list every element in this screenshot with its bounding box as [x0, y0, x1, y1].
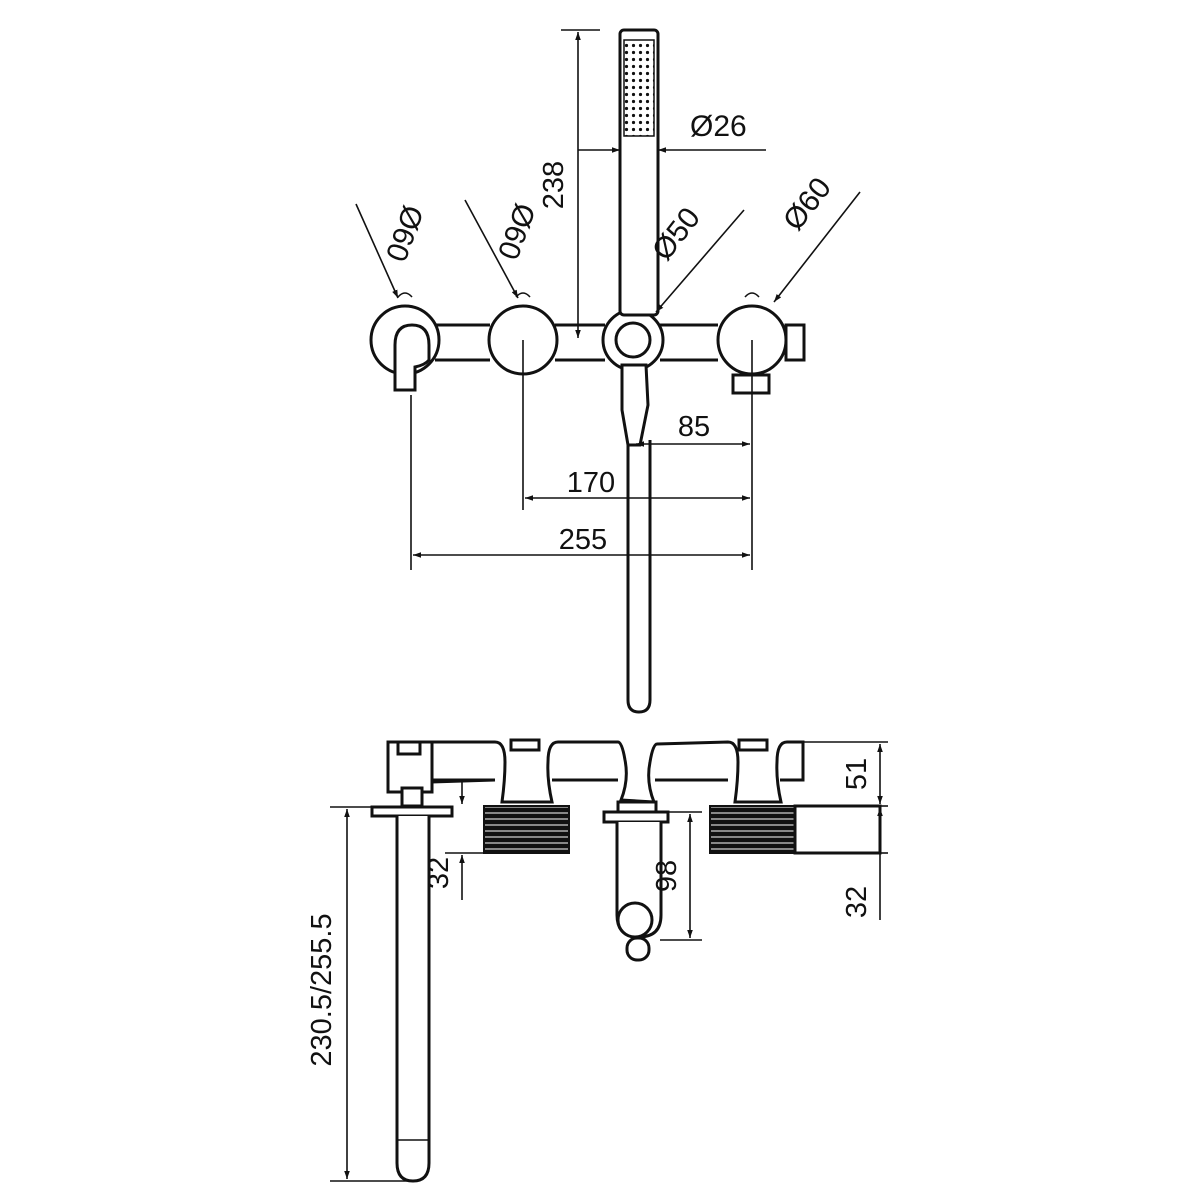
- dim-label-d60-right: Ø60: [777, 172, 838, 237]
- dim-label-255: 255: [559, 524, 607, 556]
- dim-label-d60-mid: Ø60: [491, 199, 541, 264]
- front-view: 238 Ø26 Ø60 Ø60 Ø50 Ø60 85 170 255: [355, 28, 861, 714]
- dim-label-85: 85: [678, 411, 710, 443]
- spout-stub: [393, 323, 431, 392]
- knob-right-tab: [731, 373, 771, 395]
- dim-label-d26: Ø26: [690, 110, 747, 143]
- trim-knurled-left: [483, 805, 570, 854]
- trim-smooth-right: [793, 804, 882, 855]
- extension-lines: [410, 29, 753, 570]
- dim-label-51: 51: [841, 758, 873, 790]
- spout-neck: [400, 786, 424, 808]
- handshower: [618, 28, 660, 317]
- dim-label-170: 170: [567, 467, 615, 499]
- leader-d50: [655, 209, 745, 313]
- knob-right: [716, 292, 806, 395]
- dim-label-98: 98: [651, 860, 683, 892]
- leader-d60-right: [773, 191, 861, 303]
- dim-label-d60-left: Ø60: [379, 201, 429, 266]
- dim-label-32-left: 32: [423, 857, 455, 889]
- diverter-plate: [602, 810, 670, 824]
- dim-label-spout: 230.5/255.5: [306, 913, 338, 1066]
- handshower-nozzles: [623, 39, 655, 137]
- diverter: [601, 308, 665, 447]
- trim-knurled-right: [709, 805, 796, 854]
- dim-label-238: 238: [538, 161, 570, 209]
- knob-right-lever: [784, 323, 806, 362]
- spout-clip: [396, 740, 422, 756]
- side-view: 51 32 32 98 230.5/255.5: [306, 738, 888, 1183]
- spout-pipe: [395, 816, 431, 1183]
- dim-label-32-right: 32: [841, 886, 873, 918]
- hose: [626, 440, 652, 714]
- rail-pipe: [435, 323, 718, 362]
- leader-d60-left: [355, 203, 399, 299]
- hose-connector: [625, 936, 651, 962]
- spout-plate: [370, 805, 454, 818]
- cap-left: [509, 738, 541, 752]
- leader-d60-mid: [464, 199, 519, 299]
- knob-left: [369, 292, 441, 392]
- diverter-handle: [620, 363, 650, 447]
- cap-right: [737, 738, 769, 752]
